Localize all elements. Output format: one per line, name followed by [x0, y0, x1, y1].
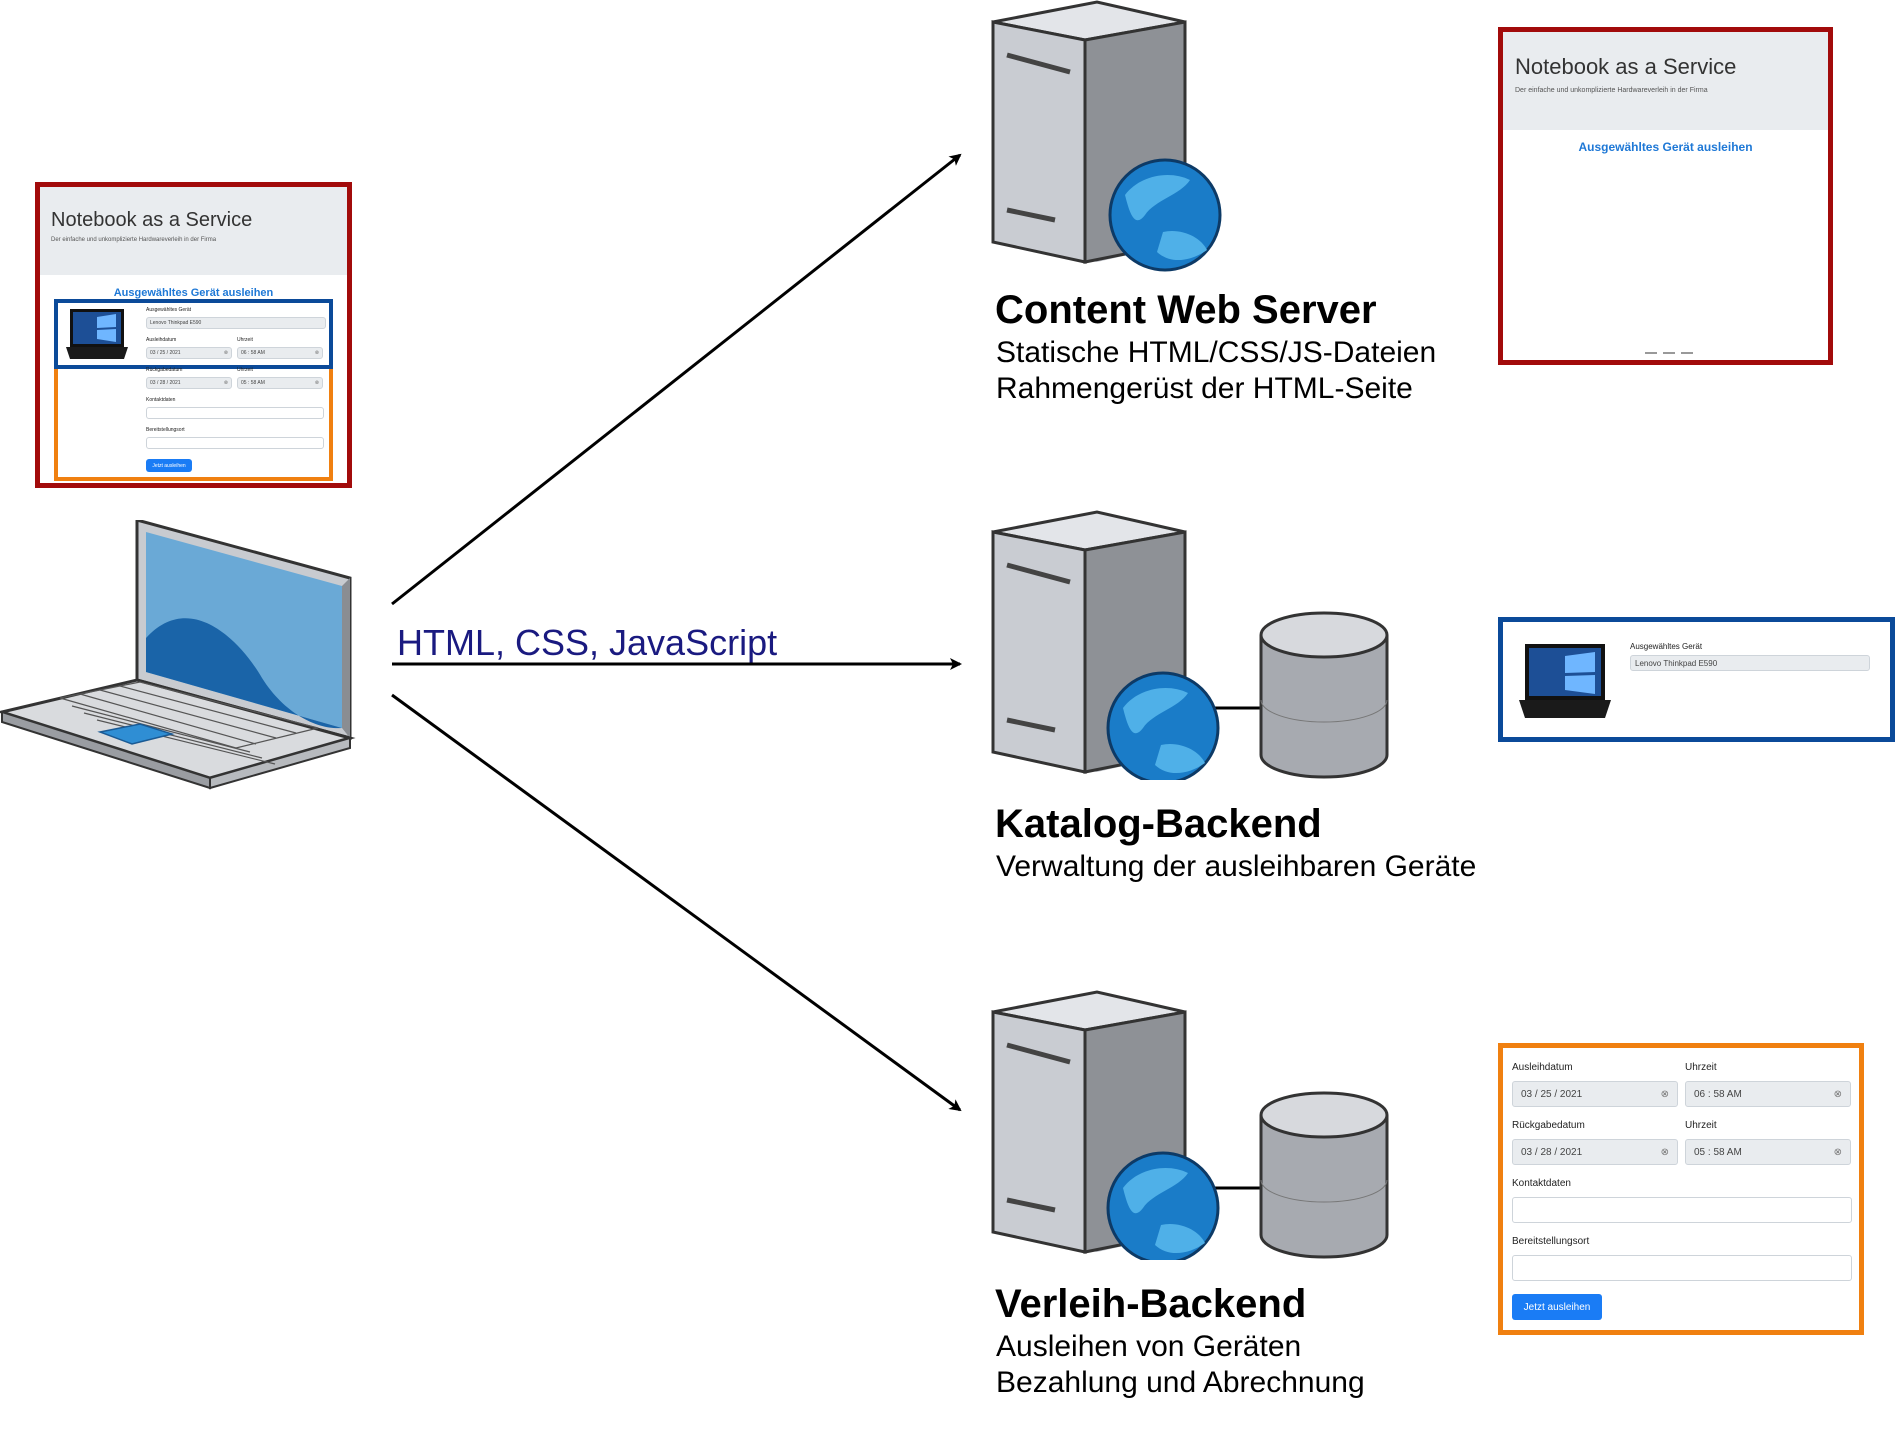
database-icon — [1259, 611, 1389, 779]
return-time-label: Uhrzeit — [1685, 1120, 1717, 1131]
device-field: Lenovo Thinkpad E590 — [1630, 655, 1870, 671]
loan-time-label: Uhrzeit — [1685, 1062, 1717, 1073]
server-desc-verleih-2: Bezahlung und Abrechnung — [996, 1366, 1365, 1399]
clear-icon[interactable]: ⊗ — [223, 350, 228, 356]
select-device-heading: Ausgewähltes Gerät ausleihen — [1578, 140, 1753, 154]
clear-icon[interactable]: ⊗ — [1660, 1146, 1669, 1158]
footer — [1645, 352, 1693, 354]
location-label: Bereitstellungsort — [1512, 1236, 1590, 1247]
return-date-label: Rückgabedatum — [1512, 1120, 1585, 1131]
catalog-region-box — [54, 299, 333, 369]
device-value: Lenovo Thinkpad E590 — [1635, 658, 1718, 668]
app-header: Notebook as a Service Der einfache und u… — [40, 187, 347, 275]
return-date-field[interactable]: 03 / 28 / 2021⊗ — [1512, 1139, 1678, 1165]
return-time-field[interactable]: 05 : 58 AM⊗ — [1685, 1139, 1851, 1165]
contact-label: Kontaktdaten — [1512, 1178, 1571, 1189]
app-title: Notebook as a Service — [1515, 54, 1737, 79]
laptop-icon — [0, 520, 356, 790]
server-title-katalog: Katalog-Backend — [995, 802, 1322, 846]
rental-region-box — [54, 369, 333, 481]
device-label: Ausgewähltes Gerät — [1630, 642, 1703, 651]
globe-icon — [1106, 671, 1220, 780]
server-desc-katalog-1: Verwaltung der ausleihbaren Geräte — [996, 850, 1477, 883]
rent-now-button[interactable]: Jetzt ausleihen — [1512, 1294, 1602, 1320]
server-desc-content-2: Rahmengerüst der HTML-Seite — [996, 372, 1413, 405]
device-label: Ausgewähltes Gerät — [146, 307, 192, 313]
clear-icon[interactable]: ⊗ — [1833, 1146, 1842, 1158]
katalog-server-icon — [991, 510, 1389, 780]
return-date-label: Rückgabedatum — [146, 367, 183, 373]
return-time-field[interactable]: 05 : 58 AM⊗ — [237, 377, 323, 389]
location-label: Bereitstellungsort — [146, 427, 185, 433]
verleih-server-icon — [991, 990, 1389, 1260]
device-thumbnail-icon — [1519, 644, 1611, 718]
app-title: Notebook as a Service — [51, 209, 253, 231]
return-date-field[interactable]: 03 / 28 / 2021⊗ — [146, 377, 232, 389]
rent-now-button[interactable]: Jetzt ausleihen — [146, 459, 192, 472]
content-ui-preview: Notebook as a Service Der einfache und u… — [1498, 27, 1833, 365]
device-thumbnail-icon — [66, 309, 128, 359]
select-device-heading: Ausgewähltes Gerät ausleihen — [113, 287, 274, 299]
location-input[interactable] — [1512, 1255, 1852, 1281]
app-subtitle: Der einfache und unkomplizierte Hardware… — [1515, 87, 1708, 94]
loan-date-label: Ausleihdatum — [146, 337, 177, 343]
content-server-icon — [991, 0, 1222, 272]
contact-input[interactable] — [146, 407, 324, 419]
app-subtitle: Der einfache und unkomplizierte Hardware… — [51, 237, 217, 243]
arrow-to-content-server — [391, 153, 962, 606]
protocol-label: HTML, CSS, JavaScript — [397, 622, 778, 663]
device-field: Lenovo Thinkpad E590 — [146, 317, 326, 329]
server-title-verleih: Verleih-Backend — [995, 1282, 1307, 1326]
loan-time-field[interactable]: 06 : 58 AM⊗ — [237, 347, 323, 359]
rental-ui-preview: Ausleihdatum Uhrzeit 03 / 25 / 2021⊗ 06 … — [1498, 1043, 1864, 1335]
device-value: Lenovo Thinkpad E590 — [150, 320, 202, 326]
database-icon — [1259, 1091, 1389, 1259]
loan-date-field[interactable]: 03 / 25 / 2021⊗ — [1512, 1081, 1678, 1107]
server-desc-content-1: Statische HTML/CSS/JS-Dateien — [996, 336, 1437, 369]
globe-icon — [1106, 1151, 1220, 1260]
server-desc-verleih-1: Ausleihen von Geräten — [996, 1330, 1302, 1363]
location-input[interactable] — [146, 437, 324, 449]
clear-icon[interactable]: ⊗ — [1833, 1088, 1842, 1100]
loan-date-field[interactable]: 03 / 25 / 2021⊗ — [146, 347, 232, 359]
contact-label: Kontaktdaten — [146, 397, 176, 403]
return-time-label: Uhrzeit — [237, 367, 253, 373]
clear-icon[interactable]: ⊗ — [314, 380, 319, 386]
globe-icon — [1108, 158, 1222, 272]
server-title-content: Content Web Server — [995, 288, 1377, 332]
arrow-to-verleih-backend — [391, 693, 962, 1112]
app-screenshot-full: Notebook as a Service Der einfache und u… — [35, 182, 352, 488]
clear-icon[interactable]: ⊗ — [223, 380, 228, 386]
clear-icon[interactable]: ⊗ — [1660, 1088, 1669, 1100]
app-header: Notebook as a Service Der einfache und u… — [1503, 32, 1828, 130]
loan-time-field[interactable]: 06 : 58 AM⊗ — [1685, 1081, 1851, 1107]
loan-date-label: Ausleihdatum — [1512, 1062, 1573, 1073]
contact-input[interactable] — [1512, 1197, 1852, 1223]
loan-time-label: Uhrzeit — [237, 337, 253, 343]
catalog-ui-preview: Ausgewähltes Gerät Lenovo Thinkpad E590 — [1498, 617, 1895, 742]
clear-icon[interactable]: ⊗ — [314, 350, 319, 356]
